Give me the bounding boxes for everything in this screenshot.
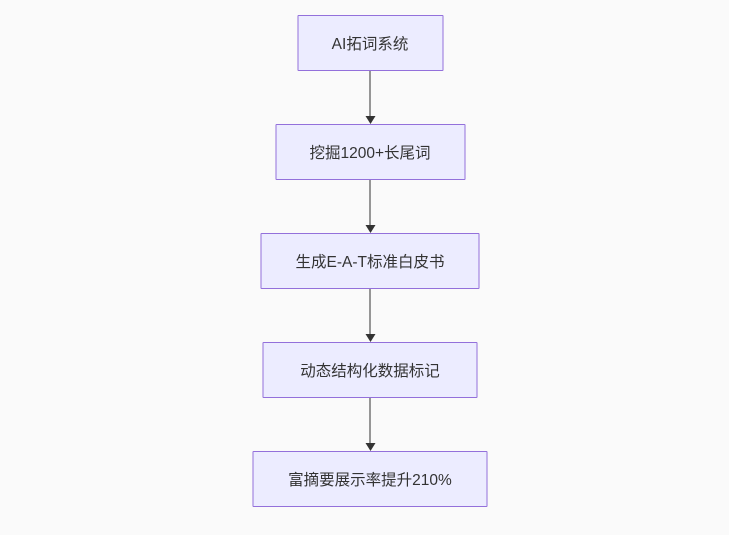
- flow-node-ai-keyword-system: AI拓词系统: [297, 15, 443, 71]
- flow-arrow-1: [365, 71, 375, 124]
- arrow-line: [369, 289, 371, 334]
- arrow-head-icon: [365, 225, 375, 233]
- arrow-line: [369, 180, 371, 225]
- arrow-head-icon: [365, 334, 375, 342]
- flow-arrow-3: [365, 289, 375, 342]
- arrow-head-icon: [365, 116, 375, 124]
- flowchart-canvas: AI拓词系统 挖掘1200+长尾词 生成E-A-T标准白皮书 动态结构化数据标记…: [6, 0, 729, 535]
- flow-node-structured-data: 动态结构化数据标记: [262, 342, 478, 398]
- arrow-head-icon: [365, 443, 375, 451]
- flow-node-label: 动态结构化数据标记: [300, 363, 440, 380]
- flow-node-eat-whitepaper: 生成E-A-T标准白皮书: [260, 233, 480, 289]
- arrow-line: [369, 71, 371, 116]
- flow-node-label: 挖掘1200+长尾词: [309, 145, 431, 162]
- flow-node-label: 生成E-A-T标准白皮书: [295, 254, 445, 271]
- flow-node-rich-snippet-result: 富摘要展示率提升210%: [252, 451, 488, 507]
- flow-node-longtail-mining: 挖掘1200+长尾词: [275, 124, 465, 180]
- flow-arrow-4: [365, 398, 375, 451]
- flow-arrow-2: [365, 180, 375, 233]
- arrow-line: [369, 398, 371, 443]
- flow-node-label: AI拓词系统: [331, 36, 409, 53]
- flow-node-label: 富摘要展示率提升210%: [288, 472, 452, 489]
